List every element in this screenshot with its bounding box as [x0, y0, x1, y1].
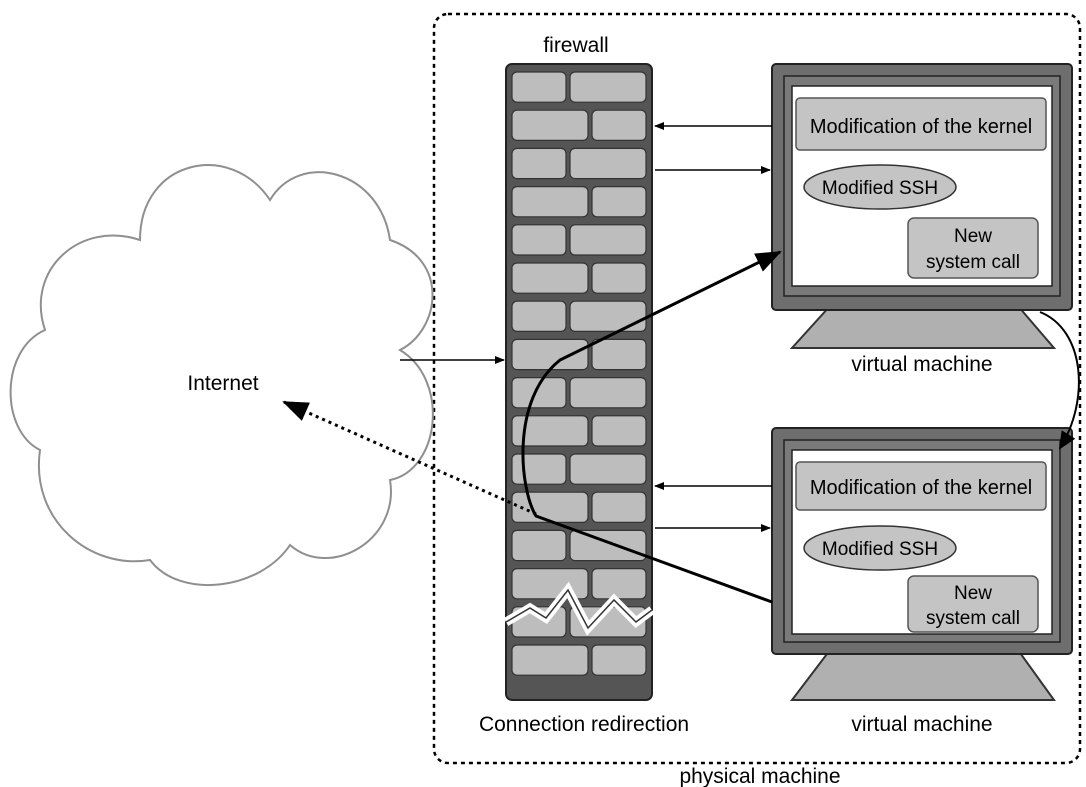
firewall-brick: [569, 377, 647, 409]
firewall-wall: [505, 63, 653, 701]
internet-cloud: [9, 164, 434, 587]
firewall-brick: [591, 262, 647, 294]
physical-machine-boundary: [432, 12, 1082, 765]
firewall-brick: [591, 644, 647, 676]
vm-top-kernel-box: [795, 97, 1047, 151]
firewall-brick: [591, 338, 647, 371]
vm-top-ssh-label: Modified SSH: [822, 178, 938, 199]
vm-bottom-ssh-ellipse: [803, 525, 957, 571]
firewall-brick: [511, 377, 567, 409]
firewall-brick: [511, 300, 567, 333]
firewall-brick: [591, 109, 647, 141]
vm-bottom-syscall-line1: New: [954, 583, 992, 604]
vm-top-syscall-line2: system call: [926, 252, 1020, 273]
vm-bottom-kernel-label: Modification of the kernel: [810, 477, 1032, 499]
firewall-brick: [511, 147, 567, 180]
firewall-brick: [511, 415, 589, 447]
physical-machine-label: physical machine: [679, 765, 840, 787]
firewall-brick: [511, 262, 589, 294]
internet-label: Internet: [187, 372, 258, 395]
firewall-brick: [569, 529, 647, 562]
vm-bottom-syscall-box: [907, 575, 1039, 633]
vm-bottom-stand: [789, 649, 1056, 701]
vm-top-ssh-ellipse: [803, 164, 957, 210]
vm-top-syscall-box: [907, 217, 1039, 279]
firewall-brick: [511, 567, 589, 600]
vm-top-stand: [789, 305, 1057, 349]
vm-bottom-caption: virtual machine: [851, 713, 992, 736]
vm-bottom-kernel-box: [795, 461, 1047, 511]
vm-bottom: Modification of the kernel Modified SSH …: [771, 427, 1073, 701]
firewall-brick: [569, 147, 647, 180]
firewall-label: firewall: [543, 34, 608, 57]
firewall-brick: [511, 529, 567, 562]
vm-top: Modification of the kernel Modified SSH …: [771, 63, 1073, 349]
firewall-brick: [569, 300, 647, 333]
firewall-brick: [511, 453, 567, 485]
firewall-brick: [511, 109, 589, 141]
firewall-brick: [569, 71, 647, 103]
firewall-brick: [511, 186, 589, 218]
vm-top-caption: virtual machine: [851, 353, 992, 376]
redirection-path: [521, 250, 782, 604]
firewall-brick: [511, 224, 567, 256]
firewall-brick: [569, 453, 647, 485]
firewall-brick: [591, 567, 647, 600]
firewall-brick: [591, 186, 647, 218]
connection-redirection-label: Connection redirection: [479, 713, 689, 736]
vm-top-kernel-label: Modification of the kernel: [810, 116, 1032, 138]
firewall-brick: [591, 491, 647, 524]
vm-top-syscall-line1: New: [954, 226, 992, 247]
firewall-brick: [511, 338, 589, 371]
vm-bottom-syscall-line2: system call: [926, 608, 1020, 629]
firewall-brick: [569, 224, 647, 256]
firewall-brick: [591, 415, 647, 447]
firewall-brick: [511, 644, 589, 676]
vm-bottom-ssh-label: Modified SSH: [822, 539, 938, 560]
vm-migration-arrow: [1039, 311, 1080, 450]
firewall-brick: [511, 71, 567, 103]
